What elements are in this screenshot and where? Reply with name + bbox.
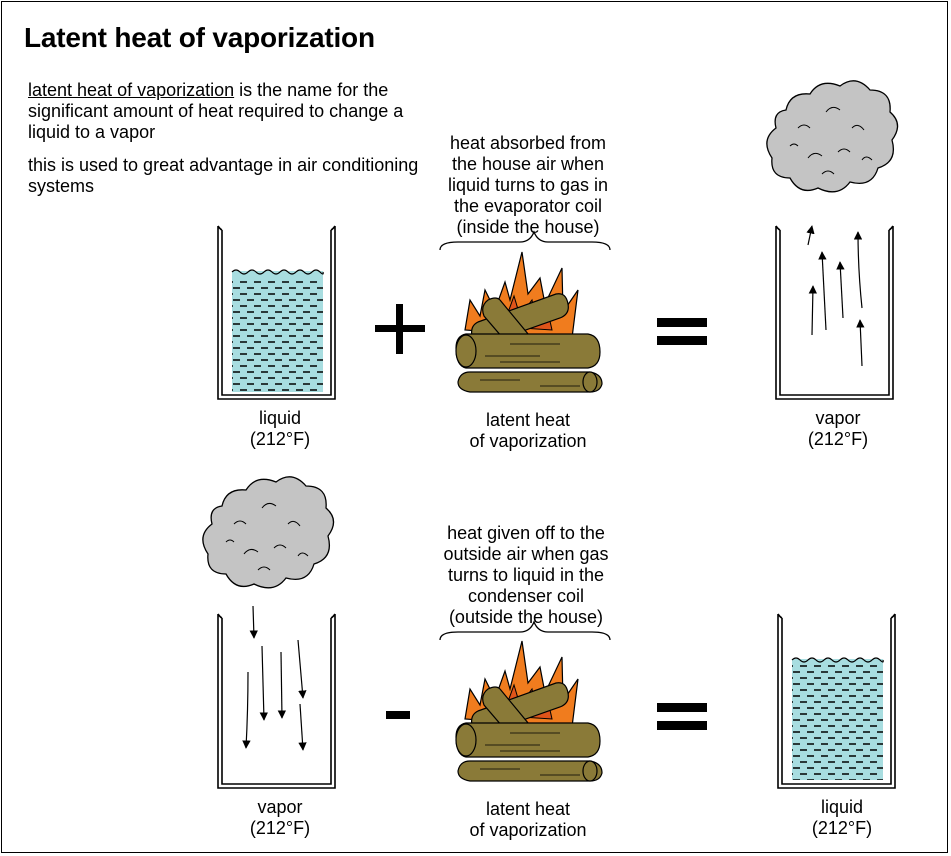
row2-liquid-beaker: [777, 613, 896, 789]
row2-vapor-label: vapor (212°F): [220, 797, 340, 839]
note-line: outside air when gas: [443, 544, 609, 564]
row1-campfire-icon: [455, 251, 603, 393]
defined-term: latent heat of vaporization: [28, 80, 235, 100]
label-line: of vaporization: [469, 820, 587, 840]
row2-campfire-icon: [455, 640, 603, 782]
beaker-outline: [217, 225, 336, 400]
beaker-outline: [217, 613, 336, 789]
row2-vapor-cloud-icon: [202, 476, 335, 589]
page-title: Latent heat of vaporization: [24, 22, 375, 53]
label-line: (212°F): [249, 818, 311, 838]
minus-operator: [386, 711, 410, 719]
plus-operator: [375, 304, 425, 354]
label-line: (212°F): [249, 429, 311, 449]
water-surface: [231, 269, 324, 275]
usage-text: this is used to great advantage in air c…: [28, 155, 419, 196]
label-line: vapor: [257, 797, 303, 817]
note-line: heat given off to the: [447, 523, 605, 543]
label-line: of vaporization: [469, 431, 587, 451]
condenser-heat-note: heat given off to the outside air when g…: [414, 523, 638, 628]
note-line: (outside the house): [448, 607, 604, 627]
beaker-outline: [775, 225, 894, 400]
note-line: liquid turns to gas in: [447, 175, 609, 195]
row1-vapor-cloud-icon: [766, 80, 899, 193]
definition-text: latent heat of vaporization is the name …: [28, 80, 428, 143]
water-surface: [791, 657, 884, 663]
note-line: the house air when: [451, 154, 605, 174]
row2-vapor-beaker: [217, 605, 336, 789]
label-line: liquid: [258, 408, 302, 428]
row2-liquid-label: liquid (212°F): [782, 797, 902, 839]
label-line: latent heat: [485, 799, 571, 819]
row1-latent-heat-label: latent heat of vaporization: [438, 410, 618, 452]
label-line: (212°F): [807, 429, 869, 449]
definition-rest: is the name for the significant amount o…: [28, 80, 404, 142]
row1-brace: [439, 230, 611, 251]
row1-vapor-label: vapor (212°F): [778, 408, 898, 450]
note-line: condenser coil: [467, 586, 585, 606]
label-line: (212°F): [811, 818, 873, 838]
label-line: vapor: [815, 408, 861, 428]
note-line: heat absorbed from: [449, 133, 607, 153]
beaker-outline: [777, 613, 896, 789]
row1-liquid-beaker: [217, 225, 336, 400]
log: [471, 682, 569, 734]
note-line: the evaporator coil: [453, 196, 603, 216]
row1-liquid-label: liquid (212°F): [220, 408, 340, 450]
row1-equals-operator: [657, 318, 707, 345]
row2-latent-heat-label: latent heat of vaporization: [438, 799, 618, 841]
log: [471, 293, 569, 345]
row2-brace: [439, 620, 611, 641]
label-line: liquid: [820, 797, 864, 817]
row1-vapor-beaker: [775, 225, 894, 400]
note-line: turns to liquid in the: [447, 565, 605, 585]
evaporator-heat-note: heat absorbed from the house air when li…: [418, 133, 638, 238]
label-line: latent heat: [485, 410, 571, 430]
note-line: (inside the house): [456, 217, 600, 237]
row2-equals-operator: [657, 703, 707, 730]
